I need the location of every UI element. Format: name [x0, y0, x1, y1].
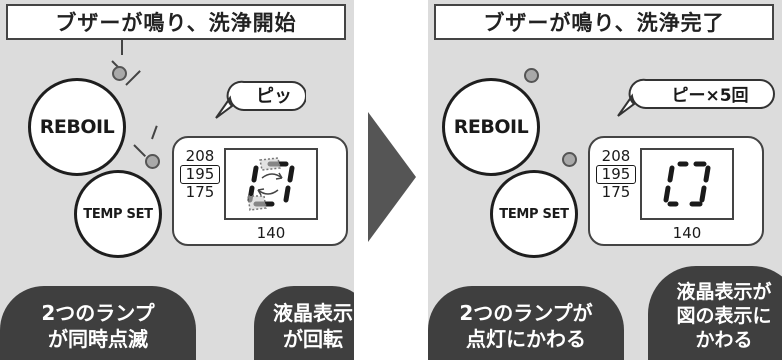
- temp-208: 208: [185, 147, 215, 165]
- caption-lcd: 液晶表示 が回転: [254, 286, 354, 360]
- reboil-button[interactable]: REBOIL: [442, 78, 540, 176]
- panel-wash-complete: ブザーが鳴り、洗浄完了 REBOIL TEMP SET ピー×5回 208 19…: [428, 0, 782, 360]
- blink-ray: [151, 125, 158, 140]
- caption-line: が回転: [283, 327, 343, 351]
- reboil-lamp-icon: [524, 68, 539, 83]
- caption-line: 2つのランプ: [41, 301, 155, 325]
- bubble-shape: [215, 80, 306, 119]
- temp-lamp-icon: [145, 154, 160, 169]
- caption-line: が同時点滅: [48, 327, 148, 351]
- bubble-text: ピッ: [256, 86, 292, 107]
- reboil-button[interactable]: REBOIL: [28, 78, 126, 176]
- beep-bubble: ピー×5回: [616, 76, 776, 120]
- bottom-temp: 140: [256, 224, 286, 242]
- caption-line: 点灯にかわる: [466, 327, 586, 351]
- control-display: 208 195 175 140: [588, 136, 764, 246]
- caption-line: 図の表示に: [676, 305, 772, 327]
- caption-line: 液晶表示: [273, 301, 353, 325]
- lcd-screen: [224, 148, 318, 220]
- reboil-lamp-icon: [112, 66, 127, 81]
- blink-ray: [133, 144, 147, 158]
- caption-lamps: 2つのランプが 点灯にかわる: [428, 286, 624, 360]
- lcd-rotating-icon: [247, 157, 295, 211]
- temp-list: 208 195 175: [180, 148, 220, 201]
- temp-set-button[interactable]: TEMP SET: [490, 170, 578, 258]
- caption-line: 液晶表示が: [676, 281, 772, 303]
- temp-195-selected: 195: [596, 165, 636, 184]
- caption-lamps: 2つのランプ が同時点滅: [0, 286, 196, 360]
- lcd-screen: [640, 148, 734, 220]
- temp-set-button[interactable]: TEMP SET: [74, 170, 162, 258]
- temp-208: 208: [601, 147, 631, 165]
- control-display: 208 195 175: [172, 136, 348, 246]
- caption-lcd: 液晶表示が 図の表示に かわる: [648, 266, 782, 360]
- blink-ray: [125, 70, 141, 86]
- temp-175: 175: [601, 183, 631, 201]
- panel-title: ブザーが鳴り、洗浄開始: [6, 4, 346, 40]
- blink-ray: [121, 39, 123, 55]
- caption-line: 2つのランプが: [459, 301, 593, 325]
- panel-wash-start: ブザーが鳴り、洗浄開始 REBOIL TEMP SET ピッ 208 195 1…: [0, 0, 354, 360]
- temp-195-selected: 195: [180, 165, 220, 184]
- lcd-static-icon: [663, 161, 711, 207]
- temp-175: 175: [185, 183, 215, 201]
- temp-list: 208 195 175: [596, 148, 636, 201]
- bubble-text: ピー×5回: [671, 85, 749, 106]
- bubble-shape: [617, 78, 775, 117]
- caption-line: かわる: [695, 329, 753, 351]
- next-arrow-icon: [368, 112, 416, 242]
- temp-lamp-icon: [562, 152, 577, 167]
- beep-bubble: ピッ: [214, 78, 306, 122]
- bottom-temp: 140: [672, 224, 702, 242]
- panel-title: ブザーが鳴り、洗浄完了: [434, 4, 774, 40]
